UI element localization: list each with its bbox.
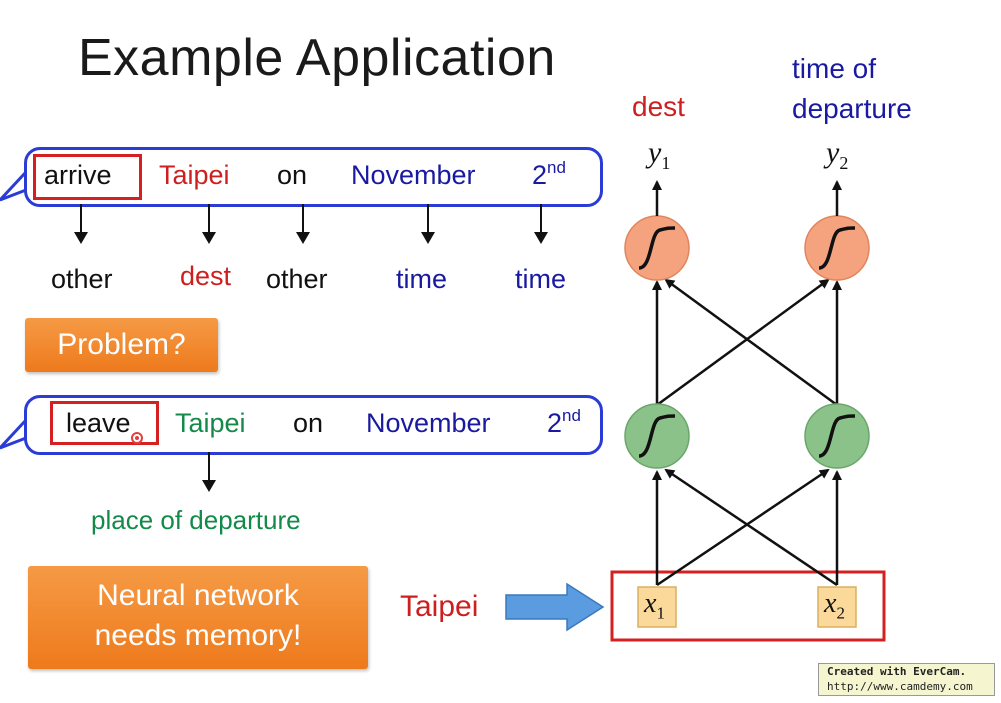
output-label-dest: dest <box>632 91 685 122</box>
label-other-2: other <box>266 264 328 294</box>
word-on-2: on <box>293 408 324 438</box>
arrow-5 <box>534 204 548 244</box>
word-november-2: November <box>366 408 491 438</box>
x1-var: x <box>644 588 657 619</box>
ordinal-number: 2 <box>532 160 548 190</box>
page-title: Example Application <box>78 29 556 87</box>
word-taipei-2: Taipei <box>175 408 246 438</box>
watermark-line-1: Created with EverCam. <box>827 665 967 678</box>
neural-network-diagram <box>610 180 886 642</box>
y2-sub: 2 <box>839 153 849 173</box>
edge-x2-h1 <box>664 468 838 587</box>
label-dest: dest <box>180 261 232 291</box>
sentence-2-bubble <box>24 395 603 455</box>
speech-tail-1 <box>0 170 28 202</box>
ordinal-suffix-2: nd <box>562 406 581 425</box>
arrive-highlight-box <box>33 154 142 200</box>
ordinal-number-2: 2 <box>547 408 563 438</box>
evercam-watermark: Created with EverCam. http://www.camdemy… <box>818 663 995 696</box>
word-2nd-2: 2nd <box>547 406 581 439</box>
label-time-2: time <box>515 264 567 294</box>
input-layer-box <box>610 570 886 642</box>
speech-tail-2 <box>0 418 28 450</box>
problem-text: Problem? <box>57 328 186 361</box>
memory-text-1: Neural network <box>97 579 299 612</box>
input-x1: x1 <box>644 588 665 624</box>
leave-highlight-box <box>50 401 159 445</box>
word-arrive: arrive <box>44 160 112 190</box>
sigmoid-icon <box>818 414 856 458</box>
arrow-4 <box>421 204 435 244</box>
label-place-of-departure: place of departure <box>91 505 301 535</box>
y1-sub: 1 <box>661 153 671 173</box>
input-x2: x2 <box>824 588 845 624</box>
input-arrow <box>505 583 605 632</box>
x2-box <box>817 586 857 628</box>
memory-text-2: needs memory! <box>94 619 302 652</box>
arrow-2 <box>202 204 216 244</box>
sigmoid-icon <box>638 414 676 458</box>
arrow-3 <box>296 204 310 244</box>
edge-h2-o1 <box>664 278 838 407</box>
x1-sub: 1 <box>656 603 665 623</box>
word-taipei: Taipei <box>159 160 230 190</box>
cursor-dot <box>131 432 143 444</box>
output-neuron-2 <box>804 215 870 281</box>
label-other-1: other <box>51 264 113 294</box>
y2-var: y <box>826 136 840 169</box>
edge-h1-o2 <box>656 278 830 407</box>
problem-callout: Problem? <box>25 318 218 372</box>
output-label-time-of: time of <box>792 53 877 84</box>
hidden-neuron-1 <box>624 403 690 469</box>
input-word-taipei: Taipei <box>400 590 479 623</box>
x1-box <box>637 586 677 628</box>
word-leave: leave <box>66 408 131 438</box>
label-time-1: time <box>396 264 448 294</box>
word-2nd: 2nd <box>532 158 566 191</box>
output-label-departure: departure <box>792 93 912 124</box>
word-november: November <box>351 160 476 190</box>
sigmoid-icon <box>818 226 856 270</box>
word-on: on <box>277 160 308 190</box>
output-y1: y1 <box>648 136 670 174</box>
ordinal-suffix: nd <box>547 158 566 177</box>
output-neuron-1 <box>624 215 690 281</box>
x2-var: x <box>824 588 837 619</box>
y1-var: y <box>648 136 662 169</box>
edge-x1-h2 <box>656 468 830 587</box>
output-y2: y2 <box>826 136 848 174</box>
hidden-neuron-2 <box>804 403 870 469</box>
sigmoid-icon <box>638 226 676 270</box>
x2-sub: 2 <box>836 603 845 623</box>
memory-callout: Neural network needs memory! <box>28 566 368 669</box>
arrow-1 <box>74 204 88 244</box>
arrow-6 <box>202 452 216 492</box>
watermark-line-2: http://www.camdemy.com <box>827 680 973 693</box>
